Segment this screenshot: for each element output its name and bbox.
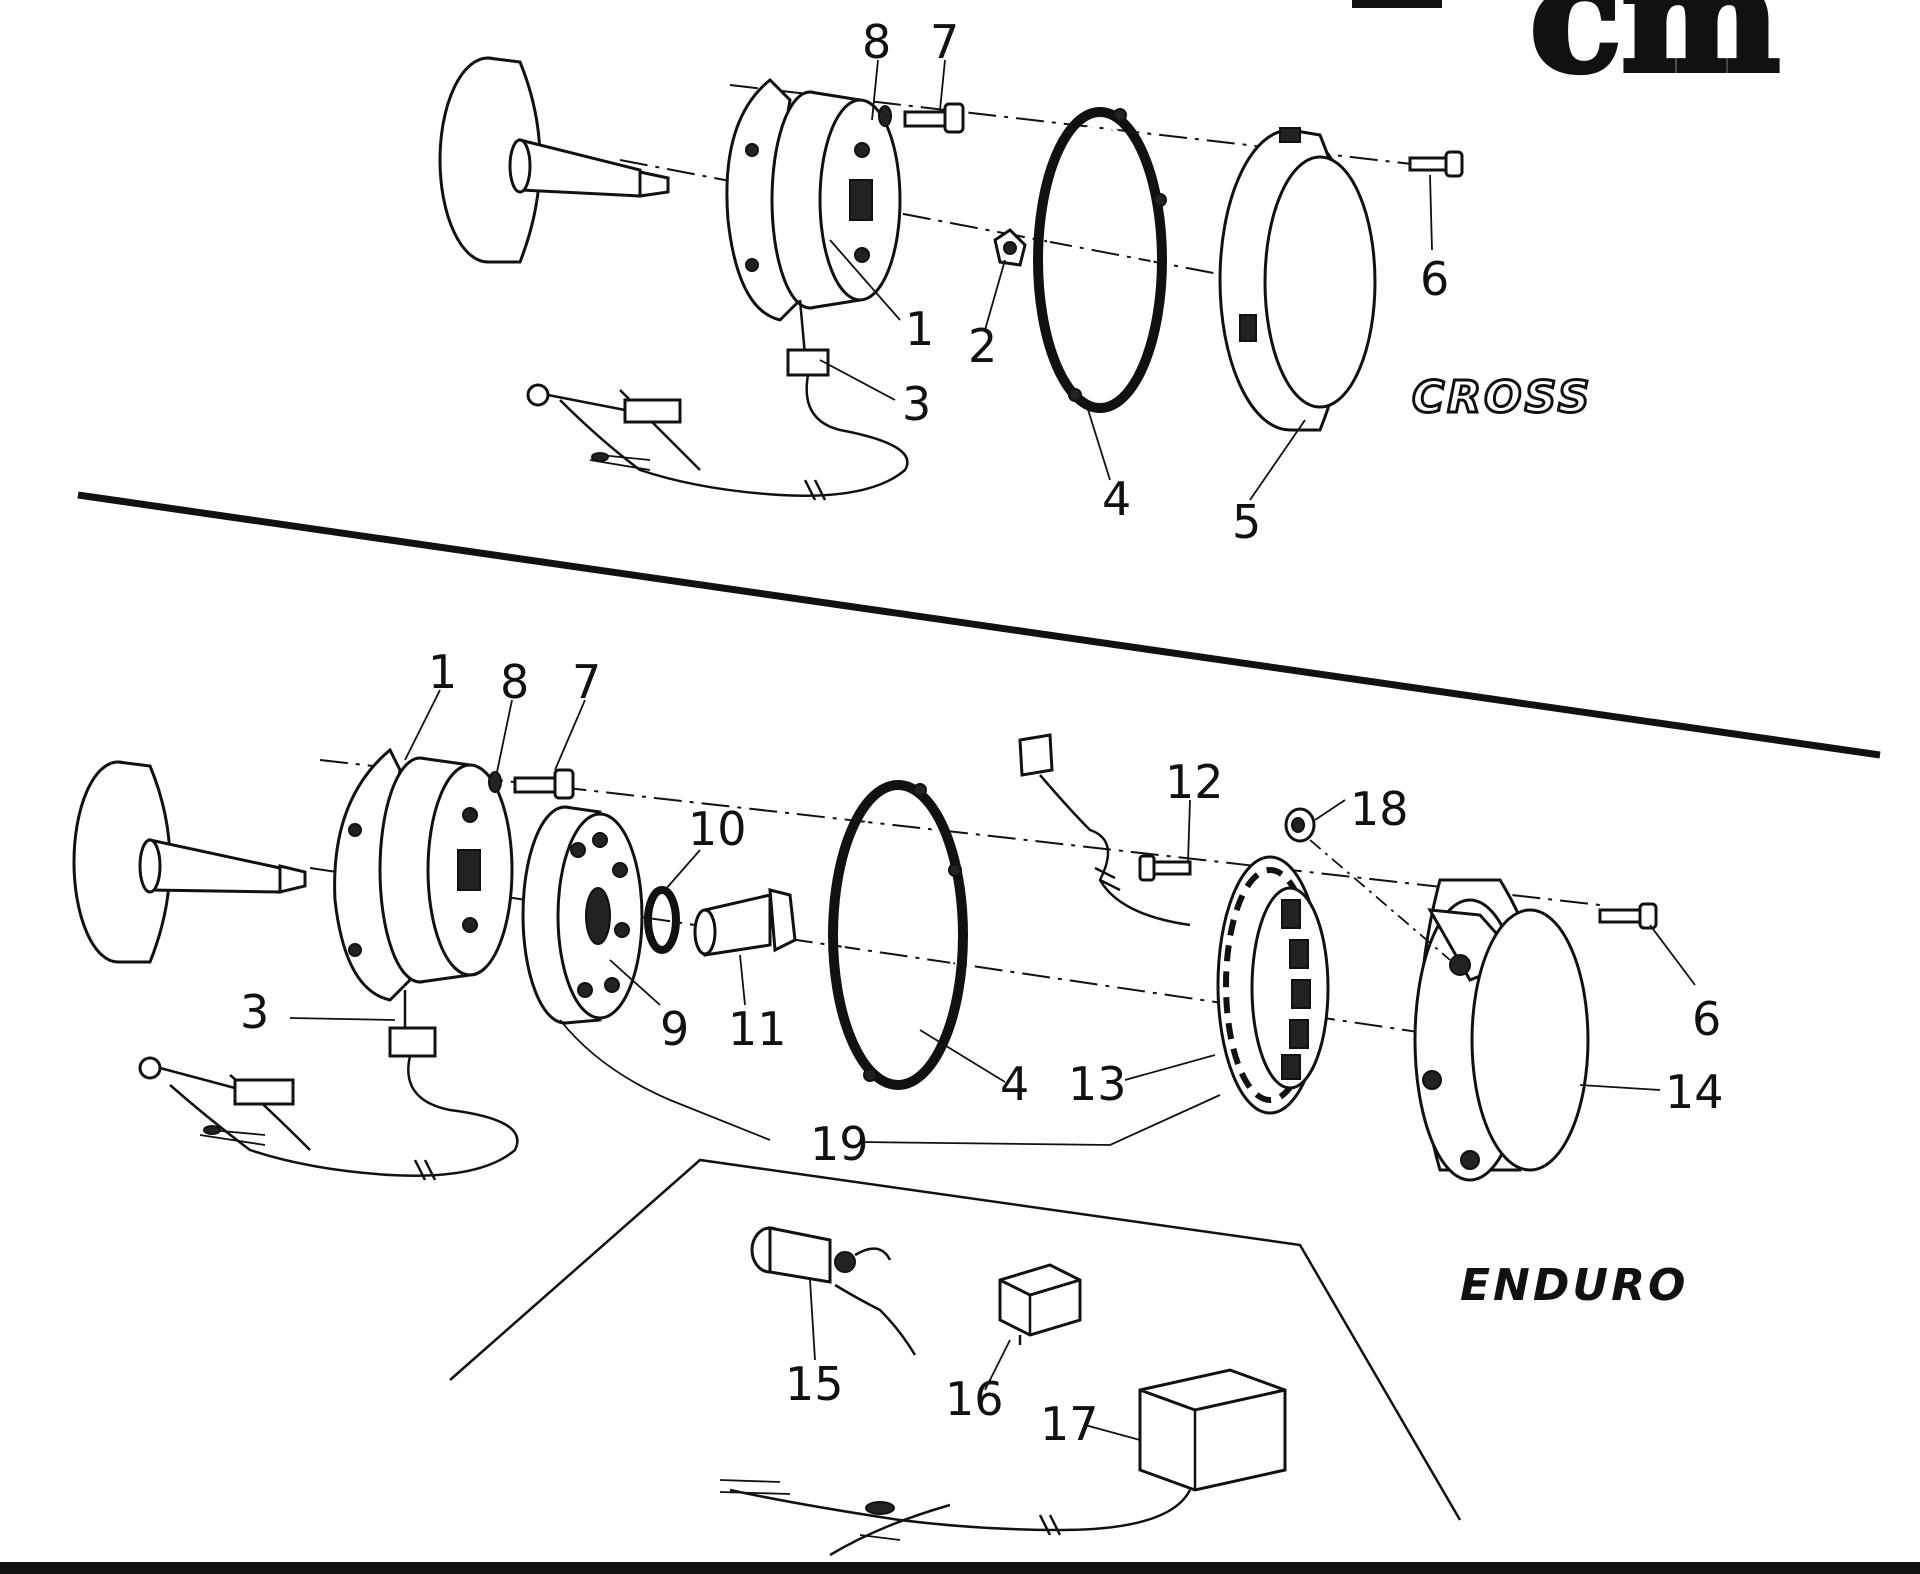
- cross-label-8: 8: [862, 15, 891, 69]
- enduro-label-14: 14: [1665, 1065, 1724, 1119]
- enduro-bolt-7: [513, 768, 575, 800]
- cross-washer-8: [878, 105, 892, 127]
- cross-bolt-7: [903, 102, 965, 134]
- enduro-flywheel: [72, 760, 307, 964]
- section-divider: [77, 491, 1881, 759]
- enduro-gasket-4: [828, 780, 968, 1090]
- cross-variant-label: CROSS: [1412, 372, 1592, 423]
- enduro-label-15: 15: [785, 1357, 844, 1411]
- enduro-label-19: 19: [810, 1117, 869, 1171]
- enduro-label-10: 10: [688, 802, 747, 856]
- cross-label-1: 1: [905, 302, 934, 356]
- enduro-regulator-17: [719, 1368, 1287, 1557]
- enduro-rotor-9: [521, 805, 644, 1025]
- cross-label-6: 6: [1420, 252, 1449, 306]
- cross-assembly: 1 2 3 4 5 6 7 8 CROSS: [438, 15, 1592, 549]
- enduro-label-12: 12: [1165, 755, 1224, 809]
- enduro-label-7: 7: [572, 655, 601, 709]
- enduro-cover-14: [1413, 878, 1590, 1182]
- enduro-label-3: 3: [240, 985, 269, 1039]
- enduro-label-6: 6: [1692, 992, 1721, 1046]
- cross-magneto-plate: [725, 77, 902, 322]
- enduro-variant-label: ENDURO: [1460, 1260, 1688, 1311]
- enduro-wiring-harness: [138, 990, 519, 1181]
- enduro-label-9: 9: [660, 1002, 689, 1056]
- cross-cover-5: [1218, 127, 1377, 432]
- enduro-label-1: 1: [428, 645, 457, 699]
- cross-flywheel: [438, 56, 670, 264]
- enduro-relay-16: [998, 1263, 1082, 1345]
- enduro-label-13: 13: [1068, 1057, 1127, 1111]
- enduro-bolt-6: [1598, 902, 1658, 930]
- enduro-label-16: 16: [945, 1372, 1004, 1426]
- brand-logo-fragment: cm: [1352, 0, 1783, 109]
- brand-logo-text: cm: [1530, 0, 1780, 106]
- enduro-screw-12: [1138, 854, 1192, 882]
- cross-label-2: 2: [968, 319, 997, 373]
- accessory-inset-frame: [449, 1158, 1462, 1521]
- enduro-plug-18: [1284, 807, 1316, 843]
- cross-center-axis: [619, 159, 1251, 281]
- enduro-label-8: 8: [500, 655, 529, 709]
- enduro-washer-8: [488, 771, 502, 793]
- bottom-border: [0, 1562, 1920, 1574]
- enduro-nut-11: [693, 888, 797, 957]
- cross-label-5: 5: [1232, 495, 1261, 549]
- cross-wiring-harness: [526, 299, 909, 501]
- cross-label-3: 3: [902, 377, 931, 431]
- cross-nut-2: [993, 228, 1027, 267]
- enduro-switch-15: [750, 1226, 917, 1356]
- cross-bolt-6: [1408, 150, 1464, 178]
- enduro-center-axis: [309, 867, 1541, 1051]
- enduro-magneto-plate: [333, 747, 514, 1002]
- enduro-washer-10: [644, 886, 680, 954]
- enduro-assembly: 1 3 4 6 7 8 9 10 11 12 13 14 15 16 17 18…: [72, 645, 1724, 1557]
- enduro-stator-13: [1018, 733, 1330, 1115]
- cross-label-7: 7: [930, 15, 959, 69]
- cross-gasket-4: [1033, 107, 1167, 413]
- enduro-label-18: 18: [1350, 782, 1409, 836]
- enduro-label-17: 17: [1040, 1397, 1099, 1451]
- enduro-label-11: 11: [728, 1002, 787, 1056]
- cross-label-4: 4: [1102, 472, 1131, 526]
- enduro-label-4: 4: [1000, 1057, 1029, 1111]
